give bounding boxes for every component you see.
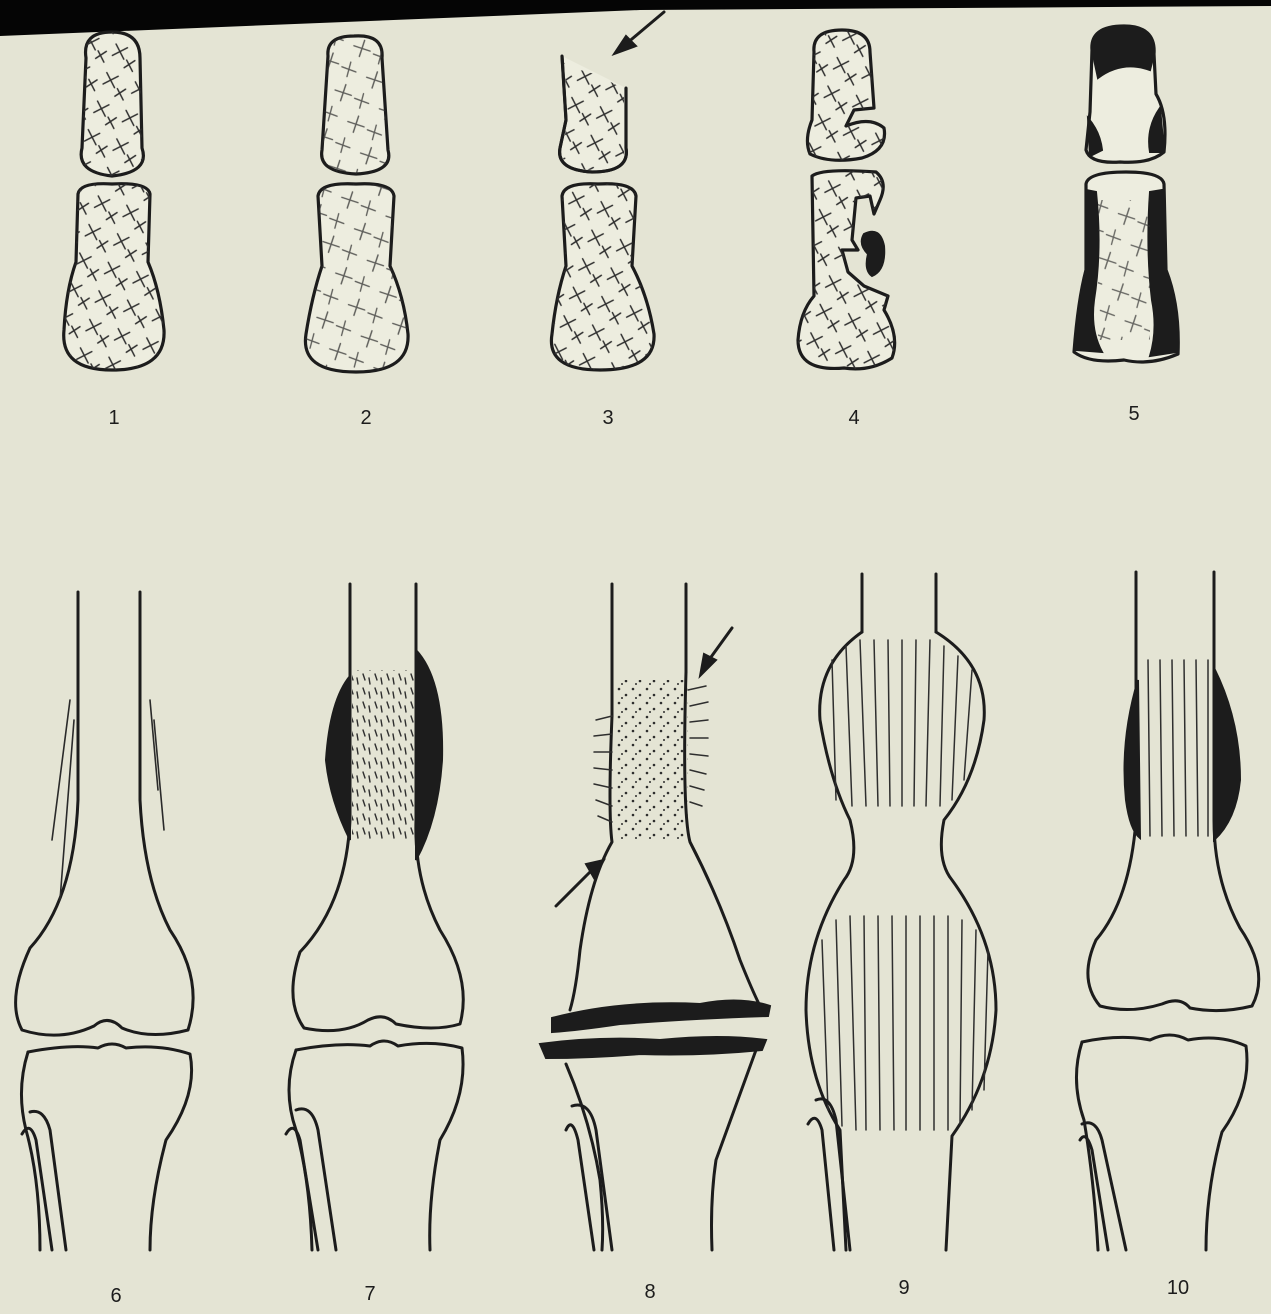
label-9: 9 — [898, 1277, 909, 1299]
label-6: 6 — [110, 1285, 121, 1307]
label-5: 5 — [1128, 403, 1139, 425]
label-4: 4 — [848, 407, 859, 429]
label-3: 3 — [602, 407, 613, 429]
label-10: 10 — [1167, 1277, 1189, 1299]
label-7: 7 — [364, 1283, 375, 1305]
label-2: 2 — [360, 407, 371, 429]
label-1: 1 — [108, 407, 119, 429]
label-8: 8 — [644, 1281, 655, 1303]
